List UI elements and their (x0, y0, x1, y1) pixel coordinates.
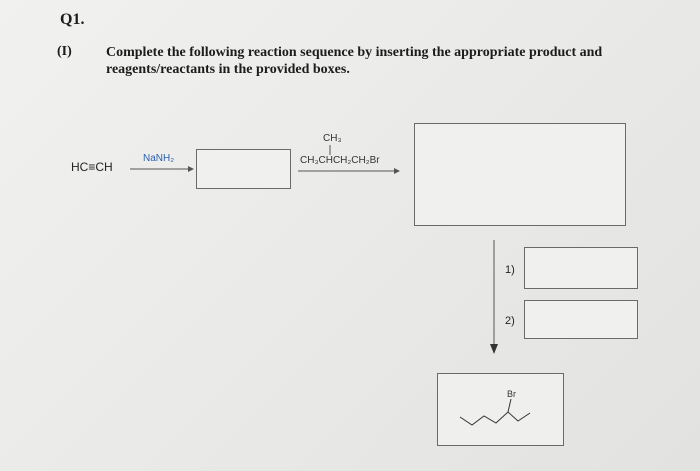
reaction-arrow-down (490, 240, 498, 354)
branch-bond (329, 145, 331, 155)
part-label: (I) (57, 44, 72, 59)
reaction-arrow-1 (130, 166, 194, 172)
step-2-label: 2) (505, 315, 515, 327)
answer-box-reagent-1[interactable] (524, 247, 638, 289)
reaction-arrow-2 (298, 168, 400, 174)
step-1-label: 1) (505, 264, 515, 276)
reagent-alkyl-halide: CH₃CHCH₂CH₂Br (300, 155, 380, 166)
final-product-box: Br (437, 373, 564, 446)
starting-material: HC≡CH (71, 160, 113, 174)
answer-box-intermediate[interactable] (196, 149, 291, 189)
reagent-nanh2: NaNH₂ (143, 153, 175, 164)
answer-box-reagent-2[interactable] (524, 300, 638, 339)
question-number: Q1. (60, 11, 85, 28)
reagent-ch3-branch: CH₃ (323, 133, 342, 144)
product-br-label: Br (507, 389, 516, 399)
product-skeletal-structure (459, 398, 531, 426)
answer-box-product[interactable] (414, 123, 626, 226)
question-instruction: Complete the following reaction sequence… (106, 45, 603, 77)
